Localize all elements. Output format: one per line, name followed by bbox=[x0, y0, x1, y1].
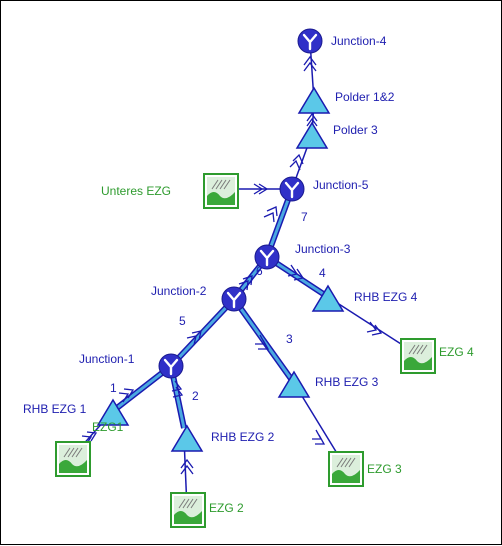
ezg-4-label: EZG 4 bbox=[439, 345, 474, 359]
ezg1-label: EZG1 bbox=[92, 420, 124, 434]
unteres-ezg-subbasin[interactable] bbox=[203, 173, 239, 209]
ezg-2-subbasin[interactable] bbox=[170, 492, 206, 528]
polder-3-label: Polder 3 bbox=[333, 123, 378, 137]
polder-1-2-label: Polder 1&2 bbox=[335, 90, 395, 104]
reach-4-label: 4 bbox=[319, 266, 326, 280]
junction-5-label: Junction-5 bbox=[313, 178, 369, 192]
reach-7-label: 7 bbox=[301, 210, 308, 224]
ezg1-subbasin[interactable] bbox=[55, 441, 91, 477]
junction-1-node[interactable] bbox=[157, 352, 185, 380]
rhb-ezg-3-node[interactable] bbox=[278, 371, 310, 398]
junction-1-label: Junction-1 bbox=[79, 352, 135, 366]
ezg-2-label: EZG 2 bbox=[209, 501, 244, 515]
reach-2-label: 2 bbox=[192, 389, 199, 403]
rhb-ezg-2-node[interactable] bbox=[171, 425, 203, 452]
reach-3-label: 3 bbox=[286, 332, 293, 346]
junction-5-node[interactable] bbox=[278, 175, 306, 203]
reach-1-label: 1 bbox=[110, 381, 117, 395]
rhb-ezg-3-label: RHB EZG 3 bbox=[315, 375, 379, 389]
junction-3-label: Junction-3 bbox=[295, 242, 351, 256]
rhb-ezg-4-label: RHB EZG 4 bbox=[354, 290, 418, 304]
rhb-ezg-2-label: RHB EZG 2 bbox=[211, 430, 275, 444]
flow-arrows bbox=[81, 55, 383, 475]
polder-1-2-node[interactable] bbox=[298, 87, 330, 114]
ezg-4-subbasin[interactable] bbox=[400, 338, 436, 374]
ezg-3-label: EZG 3 bbox=[367, 462, 402, 476]
junction-4-label: Junction-4 bbox=[331, 34, 387, 48]
polder-3-node[interactable] bbox=[296, 122, 328, 149]
rhb-ezg-1-label: RHB EZG 1 bbox=[23, 402, 87, 416]
reach-5-label: 5 bbox=[179, 314, 186, 328]
reach-6-label: 6 bbox=[256, 264, 263, 278]
unteres-ezg-label: Unteres EZG bbox=[101, 184, 171, 198]
ezg-3-subbasin[interactable] bbox=[328, 451, 364, 487]
junction-2-node[interactable] bbox=[220, 285, 248, 313]
junction-2-label: Junction-2 bbox=[151, 284, 207, 298]
junction-4-node[interactable] bbox=[296, 27, 324, 55]
